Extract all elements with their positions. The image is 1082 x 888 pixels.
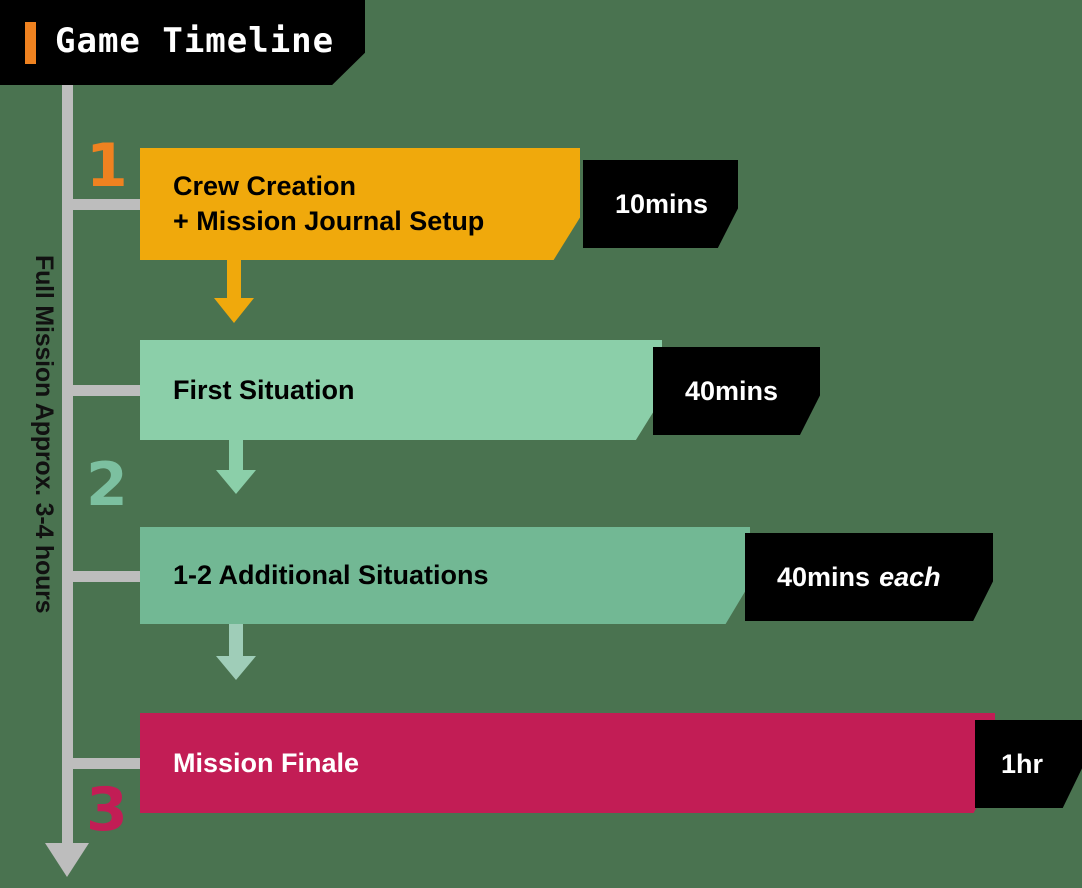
title-accent-bar bbox=[25, 21, 36, 64]
phase-bar-mission-finale[interactable]: Mission Finale bbox=[140, 713, 995, 813]
duration-value: 40mins bbox=[777, 561, 871, 592]
step-number-2: 2 bbox=[86, 450, 128, 520]
timeline-tick-3 bbox=[62, 571, 150, 582]
timeline-spine bbox=[62, 85, 73, 850]
duration-value: 10mins bbox=[615, 188, 709, 219]
phase-label-mission-finale: Mission Finale bbox=[173, 747, 360, 778]
step-number-1: 1 bbox=[86, 131, 128, 201]
phase-bar-first-situation[interactable]: First Situation bbox=[140, 340, 662, 440]
duration-badge-additional-situations: 40mins each bbox=[745, 533, 993, 621]
timeline-tick-4 bbox=[62, 758, 150, 769]
phase-label-line1: Crew Creation bbox=[173, 171, 357, 202]
duration-badge-crew-creation: 10mins bbox=[583, 160, 738, 248]
total-duration-label: Full Mission Approx. 3-4 hours bbox=[30, 255, 58, 614]
title-banner: Game Timeline bbox=[0, 0, 365, 85]
phase-bar-additional-situations[interactable]: 1-2 Additional Situations bbox=[140, 527, 750, 624]
phase-label-line2: + Mission Journal Setup bbox=[173, 206, 485, 236]
duration-value: 40mins bbox=[685, 375, 779, 406]
phase-label-additional-situations: 1-2 Additional Situations bbox=[173, 560, 489, 591]
phase-label-crew-creation: Crew Creation + Mission Journal Setup bbox=[173, 169, 484, 238]
duration-badge-first-situation: 40mins bbox=[653, 347, 820, 435]
page-title: Game Timeline bbox=[55, 20, 335, 61]
duration-suffix: each bbox=[879, 561, 941, 592]
phase-label-first-situation: First Situation bbox=[173, 374, 355, 405]
timeline-tick-2 bbox=[62, 385, 150, 396]
timeline-end-arrow-icon bbox=[45, 843, 89, 877]
phase-bar-crew-creation[interactable]: Crew Creation + Mission Journal Setup bbox=[140, 148, 580, 260]
timeline-tick-1 bbox=[62, 199, 150, 210]
step-number-3: 3 bbox=[86, 775, 128, 845]
duration-value: 1hr bbox=[1001, 748, 1044, 779]
duration-badge-mission-finale: 1hr bbox=[975, 720, 1082, 808]
